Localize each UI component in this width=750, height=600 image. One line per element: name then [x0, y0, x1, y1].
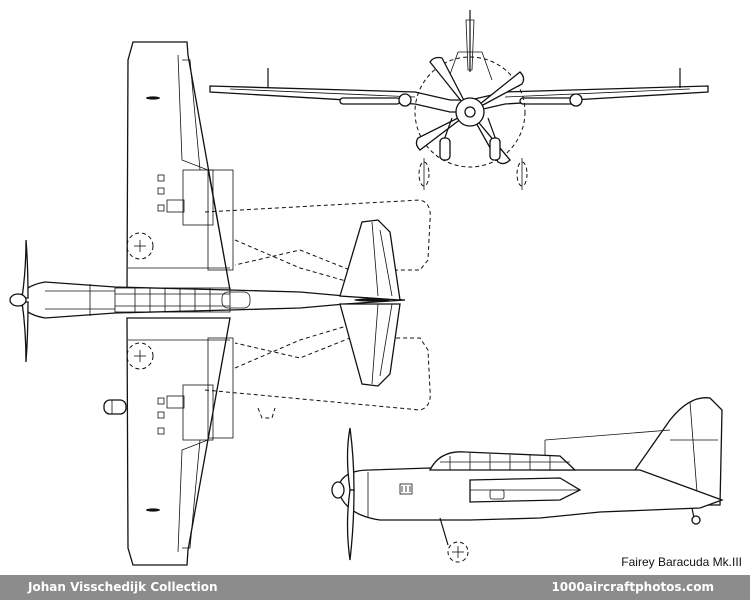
- tailplane-lower: [339, 303, 401, 387]
- side-view: [331, 397, 724, 563]
- propeller-disc: [414, 56, 526, 168]
- propeller-front: [415, 56, 525, 165]
- front-view: [209, 10, 709, 190]
- folded-wing-outline-lower: [204, 337, 431, 411]
- three-view-drawing: [9, 10, 724, 566]
- lower-wing: [126, 317, 231, 566]
- upper-wing: [126, 41, 231, 291]
- propeller-side: [331, 427, 355, 561]
- front-wing: [209, 85, 709, 113]
- propeller-plan: [9, 239, 29, 363]
- footer-collection: Johan Visschedijk Collection: [28, 580, 218, 594]
- tailplane-upper: [339, 219, 401, 301]
- plan-view: [9, 41, 431, 566]
- footer-site: 1000aircraftphotos.com: [551, 580, 714, 594]
- folded-wing-outline-upper: [204, 199, 431, 271]
- figure-caption: Fairey Baracuda Mk.III: [621, 555, 742, 569]
- footer-bar: Johan Visschedijk Collection 1000aircraf…: [0, 575, 750, 600]
